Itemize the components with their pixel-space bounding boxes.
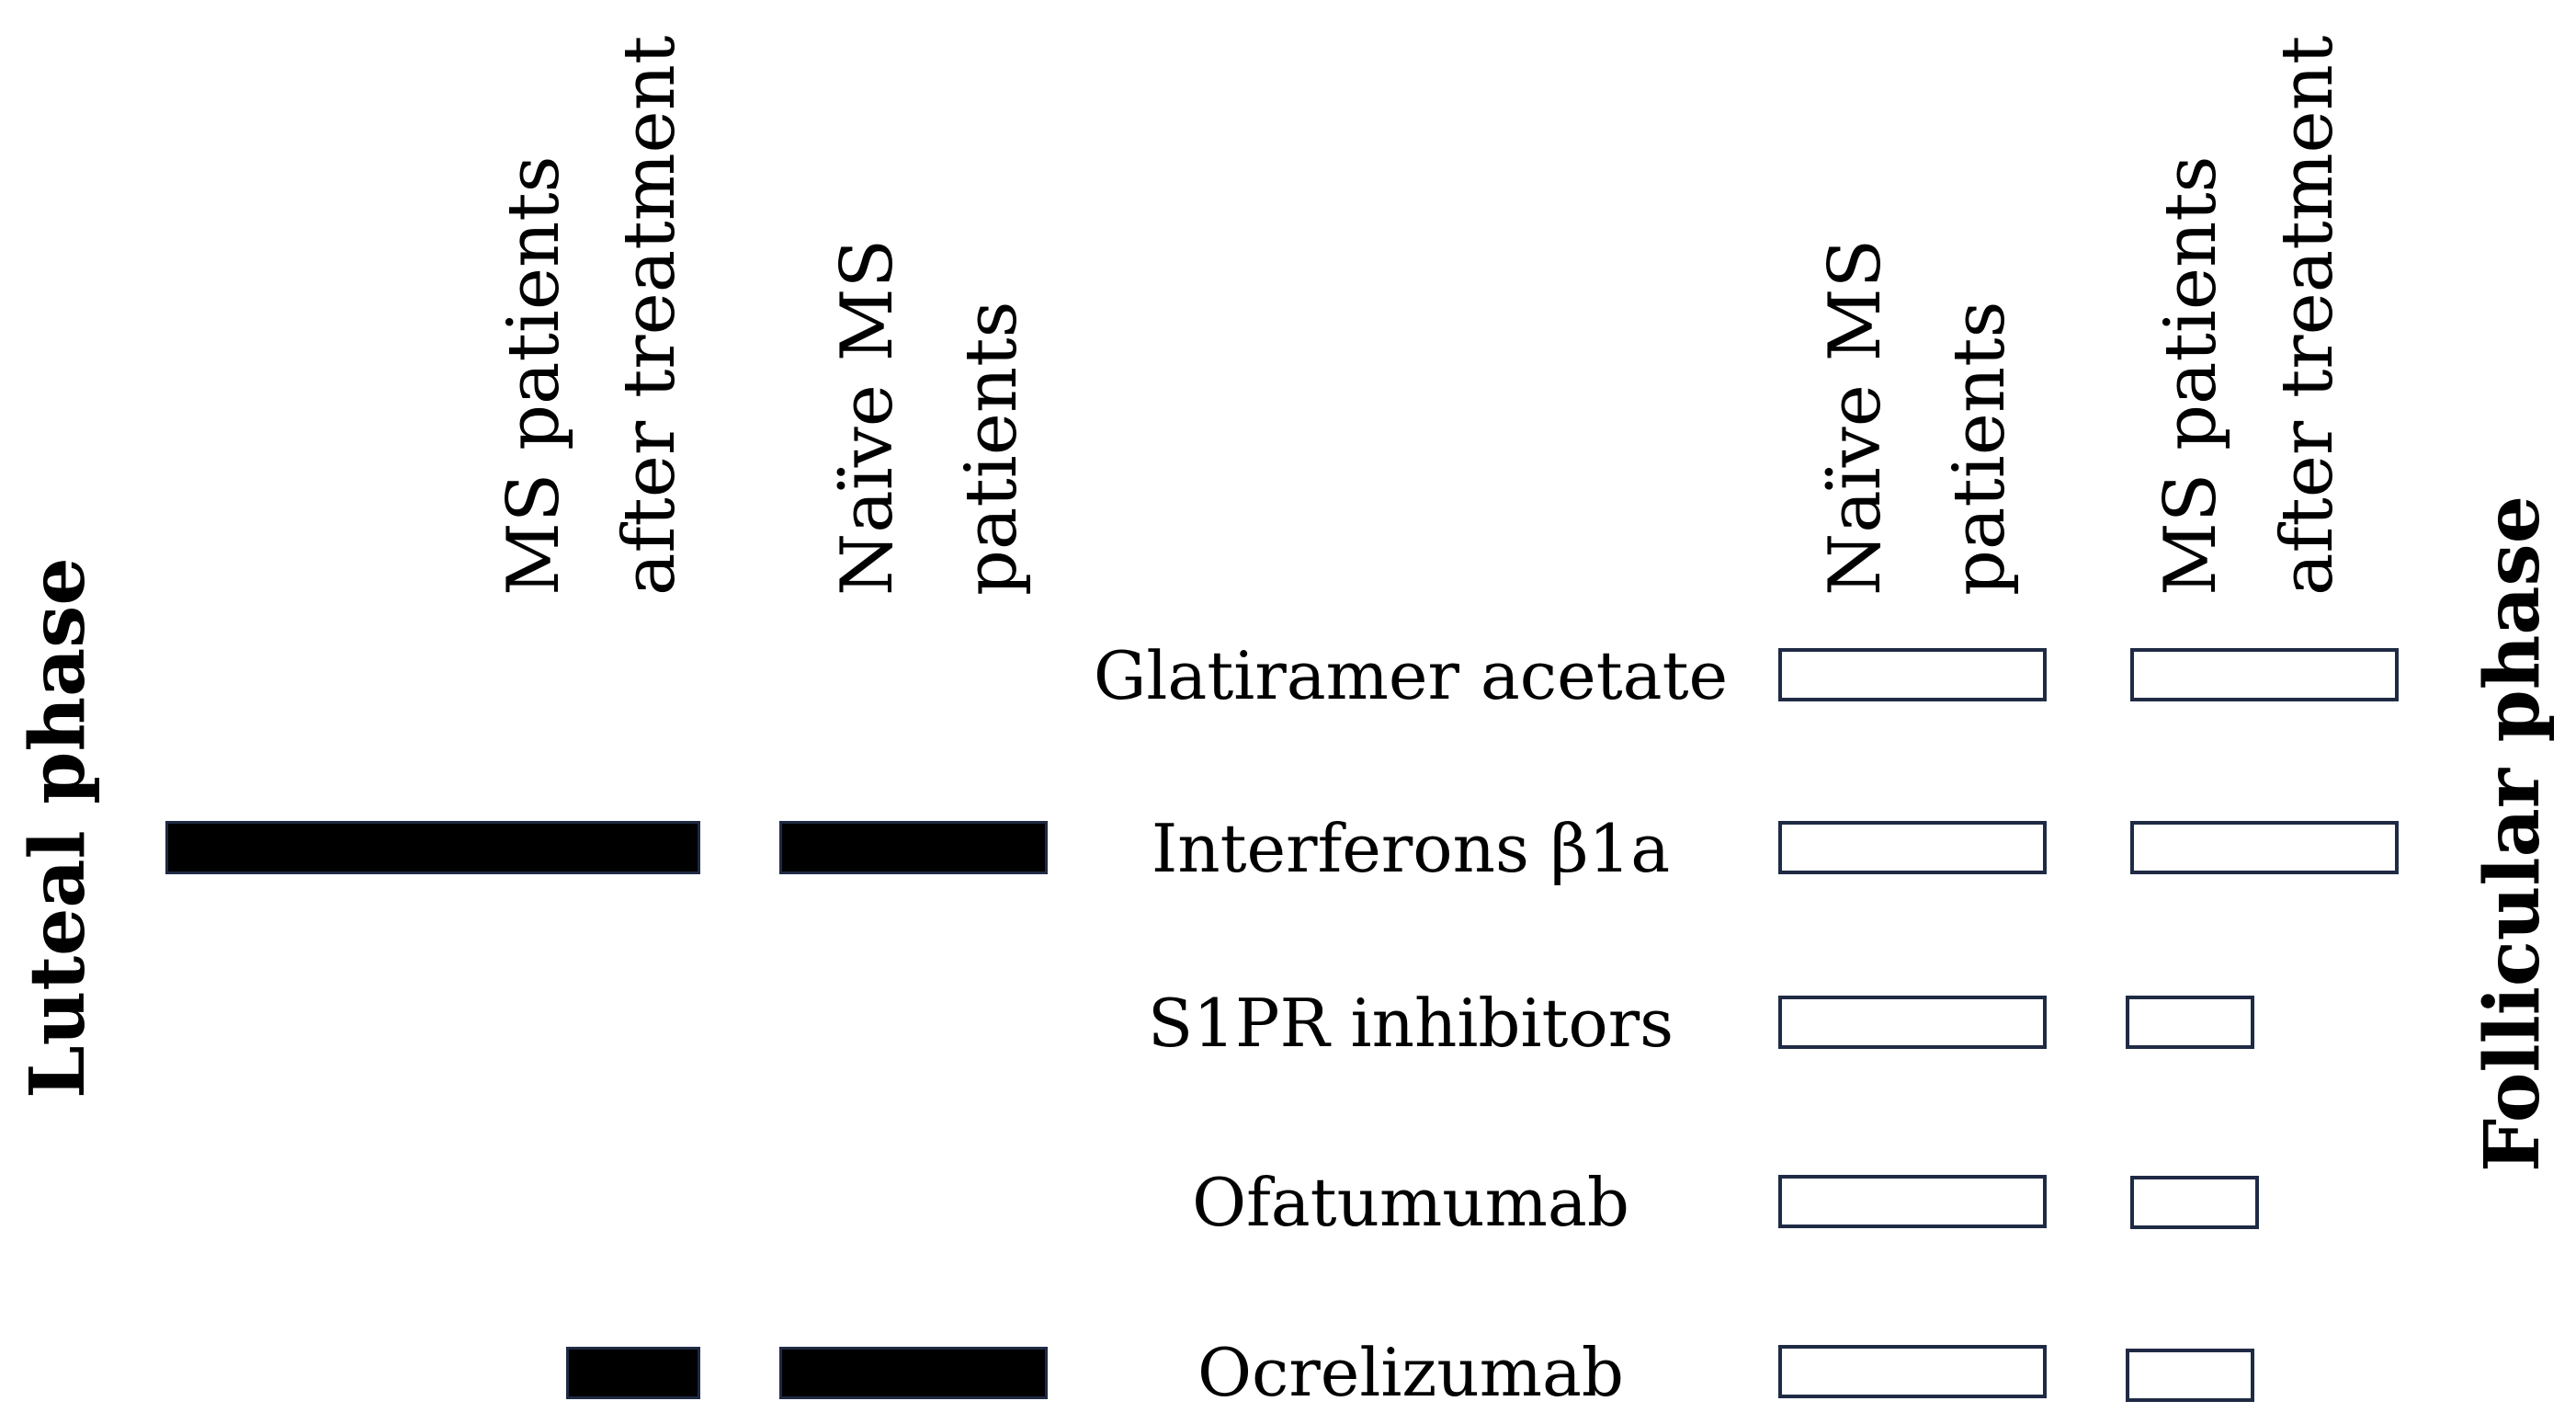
col-header-follicular-naive-line1: Naïve MS (1814, 238, 1897, 596)
bar-luteal-ocrelizumab-treated (566, 1347, 700, 1399)
bar-follicular-interferons-naive (1778, 821, 2047, 874)
follicular-phase-label: Follicular phase (2468, 496, 2557, 1172)
luteal-phase-label: Luteal phase (14, 557, 102, 1099)
bar-luteal-interferons-naive (779, 821, 1048, 874)
bar-follicular-ocrelizumab-treated (2126, 1349, 2254, 1402)
bar-follicular-s1pr-naive (1778, 996, 2047, 1049)
col-header-follicular-treated-line1: MS patients (2150, 155, 2232, 596)
col-header-luteal-naive-line2: patients (950, 301, 1033, 597)
bar-luteal-interferons-treated (165, 821, 700, 874)
drug-label-interferons: Interferons β1a (1151, 810, 1671, 887)
bar-follicular-interferons-treated (2130, 821, 2399, 874)
col-header-follicular-naive-line2: patients (1938, 301, 2021, 597)
col-header-follicular-treated-line2: after treatment (2266, 35, 2349, 596)
drug-label-glatiramer: Glatiramer acetate (1093, 637, 1729, 714)
drug-label-ofatumumab: Ofatumumab (1192, 1164, 1629, 1241)
bar-follicular-ocrelizumab-naive (1778, 1345, 2047, 1398)
bar-follicular-s1pr-treated (2126, 996, 2254, 1049)
bar-follicular-glatiramer-naive (1778, 648, 2047, 701)
bar-follicular-glatiramer-treated (2130, 648, 2399, 701)
bar-luteal-ocrelizumab-naive (779, 1347, 1048, 1399)
drug-label-ocrelizumab: Ocrelizumab (1197, 1334, 1625, 1411)
col-header-luteal-treated-line1: MS patients (493, 155, 575, 596)
bar-follicular-ofatumumab-treated (2130, 1176, 2259, 1229)
col-header-luteal-treated-line2: after treatment (608, 35, 691, 596)
drug-label-s1pr: S1PR inhibitors (1147, 985, 1674, 1062)
col-header-luteal-naive-line1: Naïve MS (826, 238, 909, 596)
bar-follicular-ofatumumab-naive (1778, 1175, 2047, 1228)
